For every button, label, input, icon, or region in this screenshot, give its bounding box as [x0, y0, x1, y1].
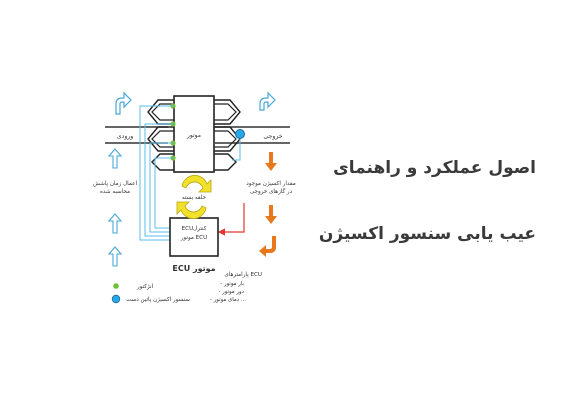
legend-injector-label: انژکتور [136, 283, 154, 290]
ecu-param-3: - دمای موتور ... [210, 297, 246, 303]
outlet-label: خروجی [263, 133, 282, 140]
apply-time-line1: اعمال زمان پاشش [93, 181, 137, 187]
page-title-line1: اصول عملکرد و راهنمای [333, 158, 536, 178]
intake-arrow-icon [115, 91, 132, 115]
curved-down-arrow-icon [259, 236, 276, 257]
legend: انژکتور سنسور اکسیژن پائین دست [111, 283, 190, 304]
ecu-control-line1: ECUکنترل [182, 225, 207, 232]
closed-loop-label: حلقه بسته [182, 195, 207, 201]
oxygen-amount-line2: در گازهای خروجی [250, 187, 293, 195]
up-arrow-icon-2 [107, 213, 123, 234]
ecu-box [169, 217, 219, 257]
exhaust-top-arrow-icon [259, 91, 276, 111]
ecu-params-title: پارامترهای ECU [224, 272, 262, 278]
inlet-label: ورودی [117, 133, 134, 140]
sensor-wiring [232, 139, 241, 161]
right-downward-arrows [259, 152, 277, 257]
ecu-param-2: - دور موتور [218, 289, 244, 295]
engine-label: موتور [186, 132, 201, 139]
ecu-title: ECU موتور [172, 264, 215, 273]
sensor-feedback-line [217, 203, 245, 236]
legend-oxygen-sensor-label: سنسور اکسیژن پائین دست [126, 296, 190, 303]
ecu-param-1: - بار موتور [220, 281, 244, 287]
down-arrow-icon-2 [265, 205, 277, 224]
ecu-injector-wiring [139, 105, 173, 241]
ecu-control-line2: موتور ECU [180, 235, 207, 241]
down-arrow-icon-1 [265, 152, 277, 171]
apply-time-line2: محاسبه شده [100, 189, 130, 195]
legend-injector-icon [113, 283, 119, 289]
legend-oxygen-sensor-icon [111, 294, 121, 304]
up-arrow-icon-1 [107, 148, 123, 169]
closed-loop-cycle-icon [176, 175, 212, 219]
oxygen-sensor-icon [235, 129, 245, 139]
engine-block [147, 95, 241, 173]
oxygen-amount-line1: مقدار اکسیژن موجود [246, 180, 295, 187]
left-upward-arrows [107, 148, 123, 267]
page-title-line2: عیب یابی سنسور اکسیژن [318, 224, 536, 244]
up-arrow-icon-3 [107, 246, 123, 267]
